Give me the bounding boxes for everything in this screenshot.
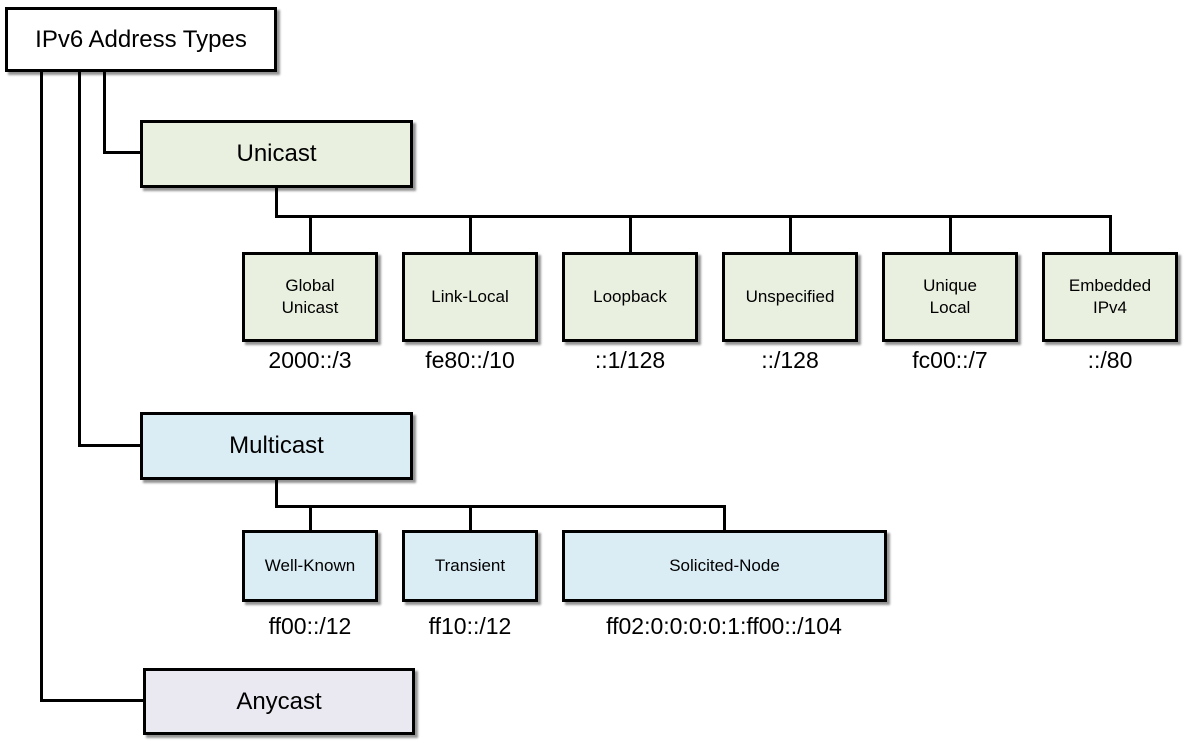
connector-unspecified-drop — [789, 215, 792, 255]
node-solicited-node-label: Solicited-Node — [669, 555, 780, 575]
node-unicast: Unicast — [140, 120, 413, 188]
connector-solicited-node-drop — [723, 505, 726, 533]
connector-unique-local-drop — [949, 215, 952, 255]
connector-root-unicast-horizontal — [103, 151, 143, 154]
connector-well-known-drop — [309, 505, 312, 533]
connector-unicast-drop — [275, 188, 278, 218]
node-anycast: Anycast — [143, 668, 415, 735]
prefix-global-unicast: 2000::/3 — [268, 347, 352, 373]
connector-root-multicast-vertical — [78, 72, 81, 447]
node-link-local-label: Link-Local — [431, 286, 509, 306]
node-anycast-label: Anycast — [236, 687, 322, 715]
connector-root-multicast-horizontal — [78, 444, 143, 447]
connector-root-anycast-horizontal — [40, 699, 146, 702]
node-unique-local: Unique Local — [882, 252, 1018, 342]
node-solicited-node: Solicited-Node — [562, 530, 887, 602]
prefix-link-local: fe80::/10 — [425, 347, 515, 373]
connector-root-anycast-vertical — [40, 72, 43, 702]
node-well-known: Well-Known — [242, 530, 378, 602]
connector-multicast-bus — [275, 505, 726, 508]
node-multicast: Multicast — [140, 412, 413, 480]
connector-global-unicast-drop — [309, 215, 312, 255]
node-embedded-ipv4-label: Embedded IPv4 — [1068, 275, 1152, 317]
node-unicast-label: Unicast — [236, 140, 317, 168]
node-transient-label: Transient — [434, 555, 506, 575]
connector-link-local-drop — [469, 215, 472, 255]
node-global-unicast-label: Global Unicast — [281, 275, 339, 317]
connector-unicast-bus — [275, 215, 1112, 218]
node-loopback: Loopback — [562, 252, 698, 342]
connector-loopback-drop — [629, 215, 632, 255]
prefix-unspecified: ::/128 — [761, 347, 819, 373]
prefix-solicited-node: ff02:0:0:0:0:1:ff00::/104 — [606, 613, 842, 639]
connector-root-unicast-vertical — [103, 72, 106, 154]
node-multicast-label: Multicast — [229, 432, 324, 460]
node-unspecified: Unspecified — [722, 252, 858, 342]
node-ipv6-address-types-label: IPv6 Address Types — [35, 25, 247, 53]
node-transient: Transient — [402, 530, 538, 602]
connector-transient-drop — [469, 505, 472, 533]
node-unspecified-label: Unspecified — [745, 286, 835, 306]
prefix-embedded-ipv4: ::/80 — [1087, 347, 1133, 373]
connector-embedded-ipv4-drop — [1109, 215, 1112, 255]
prefix-transient: ff10::/12 — [428, 613, 512, 639]
connector-multicast-drop — [275, 480, 278, 508]
prefix-unique-local: fc00::/7 — [912, 347, 988, 373]
node-unique-local-label: Unique Local — [923, 275, 977, 317]
node-global-unicast: Global Unicast — [242, 252, 378, 342]
node-ipv6-address-types: IPv6 Address Types — [5, 7, 277, 72]
node-embedded-ipv4: Embedded IPv4 — [1042, 252, 1178, 342]
node-loopback-label: Loopback — [593, 286, 667, 306]
prefix-well-known: ff00::/12 — [268, 613, 352, 639]
node-well-known-label: Well-Known — [264, 555, 356, 575]
node-link-local: Link-Local — [402, 252, 538, 342]
prefix-loopback: ::1/128 — [594, 347, 666, 373]
